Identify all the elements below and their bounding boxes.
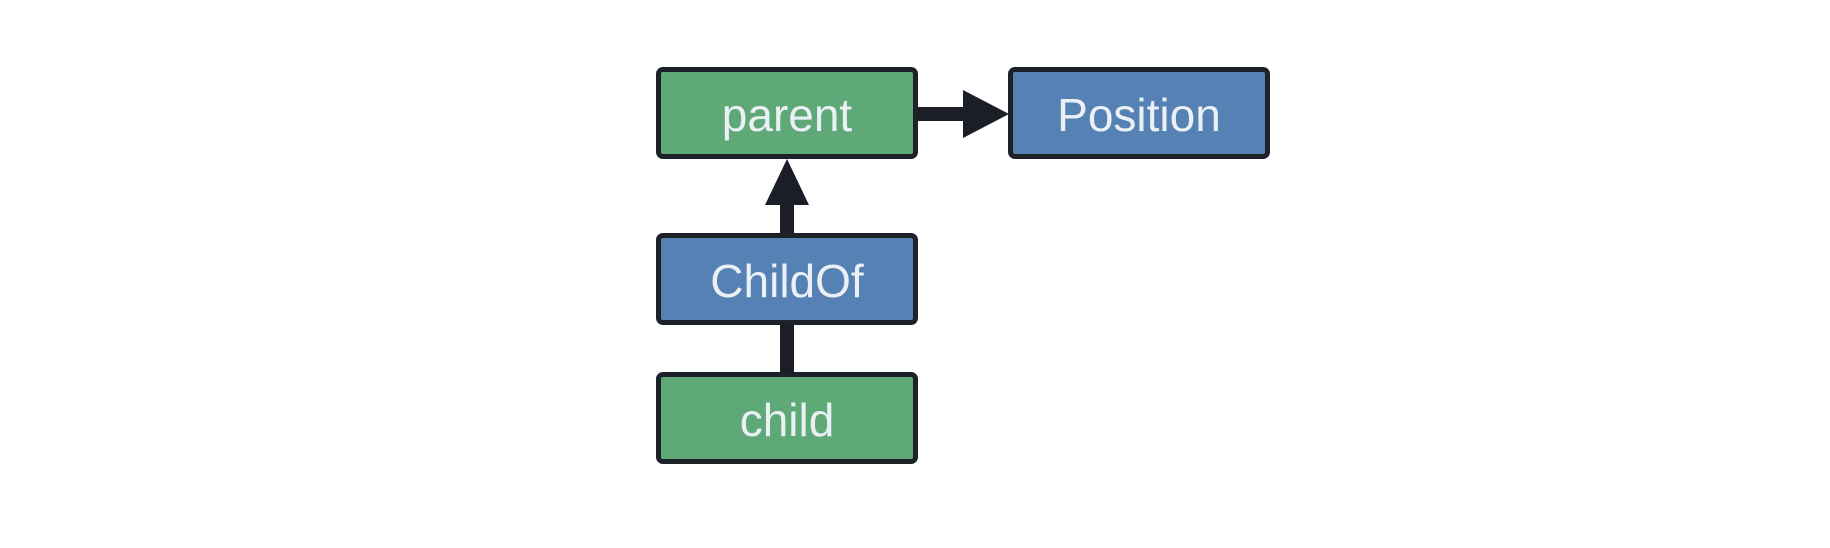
edge-parent-to-position-arrow	[916, 90, 1009, 138]
arrowhead-up-icon	[765, 159, 809, 205]
node-childof: ChildOf	[656, 233, 918, 325]
node-child: child	[656, 372, 918, 464]
node-position-label: Position	[1057, 89, 1221, 141]
node-parent-label: parent	[721, 89, 853, 141]
edge-childof-to-parent-arrow	[765, 159, 809, 236]
node-parent: parent	[656, 67, 918, 159]
node-child-label: child	[739, 394, 835, 446]
node-childof-label: ChildOf	[710, 255, 864, 307]
arrowhead-right-icon	[963, 90, 1009, 138]
node-position: Position	[1008, 67, 1270, 159]
